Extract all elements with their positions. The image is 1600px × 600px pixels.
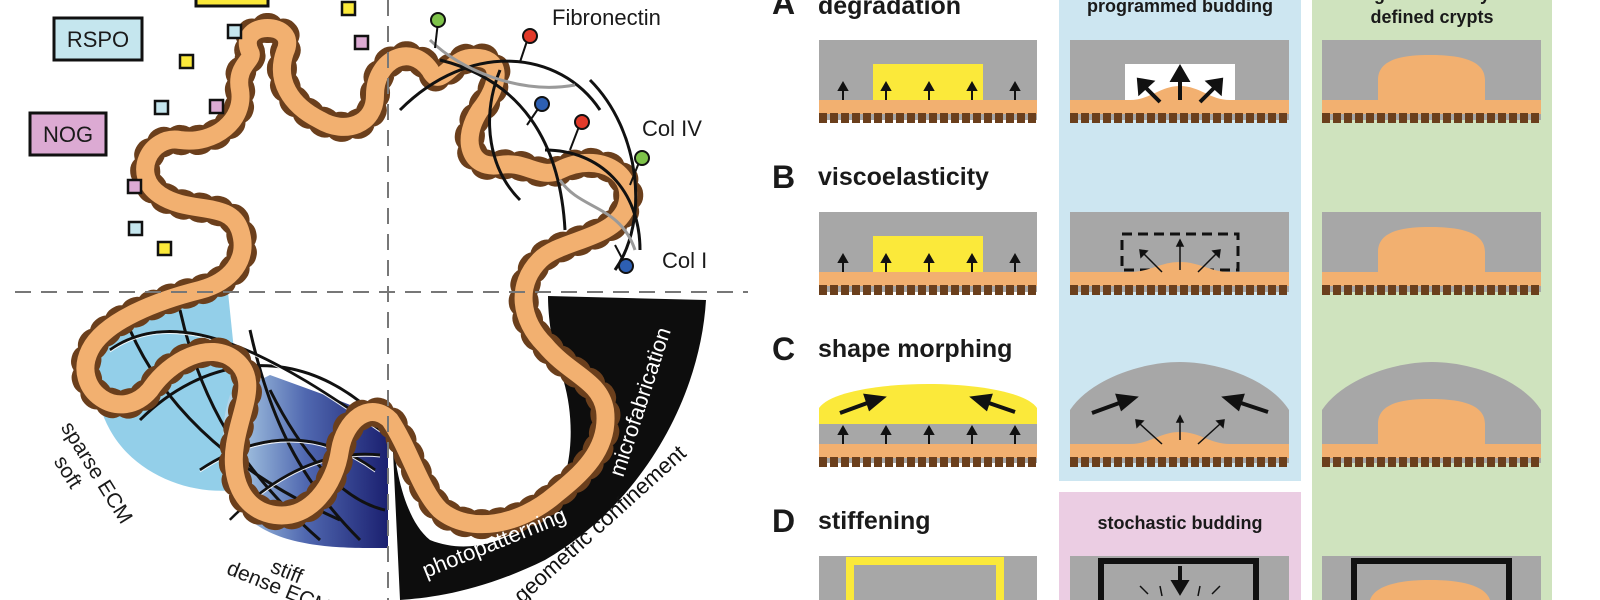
fibronectin-ligand (430, 12, 650, 274)
programmed-header: programmed budding (1087, 0, 1273, 16)
row-d-stiffening-initial (819, 556, 1037, 600)
row-a-degradation-initial (819, 40, 1037, 123)
confinement-wedge (392, 296, 706, 600)
row-c-shape-morphing-initial (819, 384, 1037, 467)
row-b-letter: B (772, 159, 795, 195)
row-b-geometric (1322, 212, 1541, 295)
geometric-header-line1: geometrically (1374, 0, 1490, 4)
nog-box (28, 111, 108, 157)
row-a-letter: A (772, 0, 795, 21)
col-i-label: Col I (662, 248, 707, 273)
epithelium (76, 19, 638, 534)
row-d-geometric (1322, 556, 1541, 600)
fibronectin-label: Fibronectin (552, 5, 661, 30)
mechanism-panel: programmed budding geometrically defined… (772, 0, 1552, 600)
growth-factor-squares (126, 0, 370, 257)
row-a-title: degradation (818, 0, 961, 20)
geometric-header-line2: defined crypts (1370, 7, 1493, 27)
stochastic-header: stochastic budding (1097, 513, 1262, 533)
rspo-box (52, 16, 144, 62)
row-b-viscoelastic-initial (819, 212, 1037, 295)
col-iv-label: Col IV (642, 116, 702, 141)
row-a-geometric (1322, 40, 1541, 123)
row-d-stochastic (1070, 556, 1289, 600)
row-c-geometric (1322, 362, 1541, 467)
row-c-letter: C (772, 331, 795, 367)
row-a-programmed (1070, 40, 1289, 123)
row-b-title: viscoelasticity (818, 163, 989, 191)
row-d-letter: D (772, 503, 795, 539)
row-c-title: shape morphing (818, 335, 1012, 363)
yellow-factor-box (194, 0, 270, 8)
row-b-programmed (1070, 212, 1289, 295)
row-c-programmed (1070, 362, 1289, 467)
organoid-panel: RSPO NOG Fibronectin Col IV Col I soft s… (15, 0, 748, 600)
row-d-title: stiffening (818, 507, 931, 535)
nog-label: NOG (43, 122, 93, 147)
rspo-label: RSPO (67, 27, 129, 52)
